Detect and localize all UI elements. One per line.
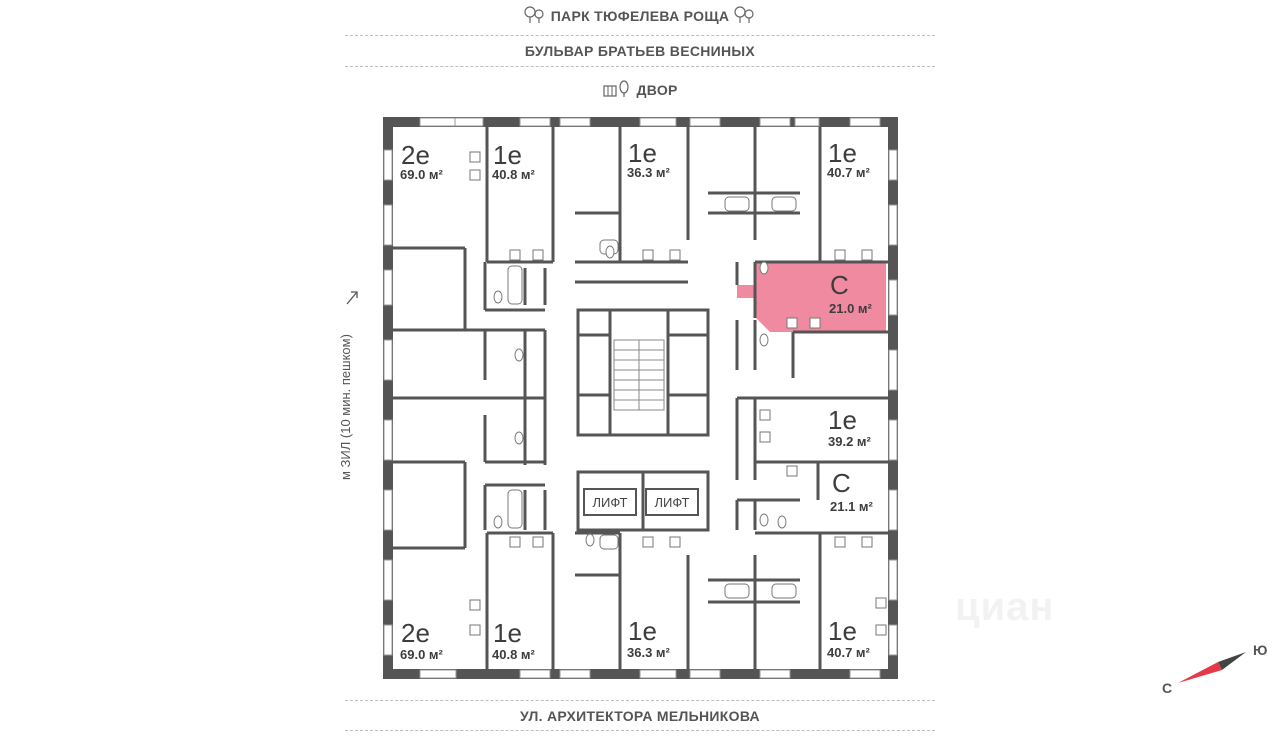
park-name: ПАРК ТЮФЕЛЕВА РОЩА bbox=[550, 8, 730, 24]
apartment-area: 36.3 м² bbox=[627, 165, 670, 180]
apartment-type: С bbox=[830, 270, 849, 300]
apartment-area: 40.7 м² bbox=[827, 165, 870, 180]
apartment-area: 69.0 м² bbox=[400, 167, 443, 182]
staircase bbox=[613, 339, 665, 411]
divider bbox=[345, 66, 935, 67]
apartment-type: 1е bbox=[628, 616, 657, 646]
apartment-area: 40.8 м² bbox=[492, 167, 535, 182]
apartment-area: 21.0 м² bbox=[829, 301, 872, 316]
apartment-area: 39.2 м² bbox=[828, 434, 871, 449]
lift-label: ЛИФТ bbox=[583, 488, 637, 516]
yard-name: ДВОР bbox=[636, 82, 678, 98]
compass-icon bbox=[1178, 652, 1246, 683]
park-label: ПАРК ТЮФЕЛЕВА РОЩА bbox=[345, 6, 935, 24]
lift-label: ЛИФТ bbox=[645, 488, 699, 516]
divider bbox=[345, 700, 935, 701]
playground-icon bbox=[602, 80, 636, 98]
apartment-area: 40.7 м² bbox=[827, 645, 870, 660]
arrow-icon bbox=[346, 291, 358, 305]
apartment-type: 1е bbox=[828, 616, 857, 646]
metro-label: м ЗИЛ (10 мин. пешком) bbox=[338, 334, 353, 480]
divider bbox=[345, 730, 935, 731]
tree-icon-left bbox=[524, 6, 550, 24]
bottom-street-label: УЛ. АРХИТЕКТОРА МЕЛЬНИКОВА bbox=[520, 708, 760, 724]
boulevard-label: БУЛЬВАР БРАТЬЕВ ВЕСНИНЫХ bbox=[524, 43, 756, 59]
yard-label: ДВОР bbox=[345, 80, 935, 98]
apartment-area: 36.3 м² bbox=[627, 645, 670, 660]
apartment-type: 1е bbox=[828, 405, 857, 435]
apartment-area: 69.0 м² bbox=[400, 647, 443, 662]
apartment-type: 1е bbox=[493, 140, 522, 170]
apartment-area: 21.1 м² bbox=[830, 499, 873, 514]
highlighted-apartment bbox=[737, 262, 886, 332]
apartment-type: 2е bbox=[401, 618, 430, 648]
apartment-type: С bbox=[832, 468, 851, 498]
compass-south-label: Ю bbox=[1253, 642, 1268, 658]
apartment-type: 1е bbox=[828, 138, 857, 168]
apartment-type: 1е bbox=[628, 138, 657, 168]
apartment-type: 1е bbox=[493, 618, 522, 648]
divider bbox=[345, 35, 935, 36]
apartment-type: 2е bbox=[401, 140, 430, 170]
watermark: циан bbox=[955, 585, 1055, 629]
tree-icon-right bbox=[733, 6, 756, 24]
apartment-area: 40.8 м² bbox=[492, 647, 535, 662]
compass-north-label: С bbox=[1162, 680, 1173, 696]
